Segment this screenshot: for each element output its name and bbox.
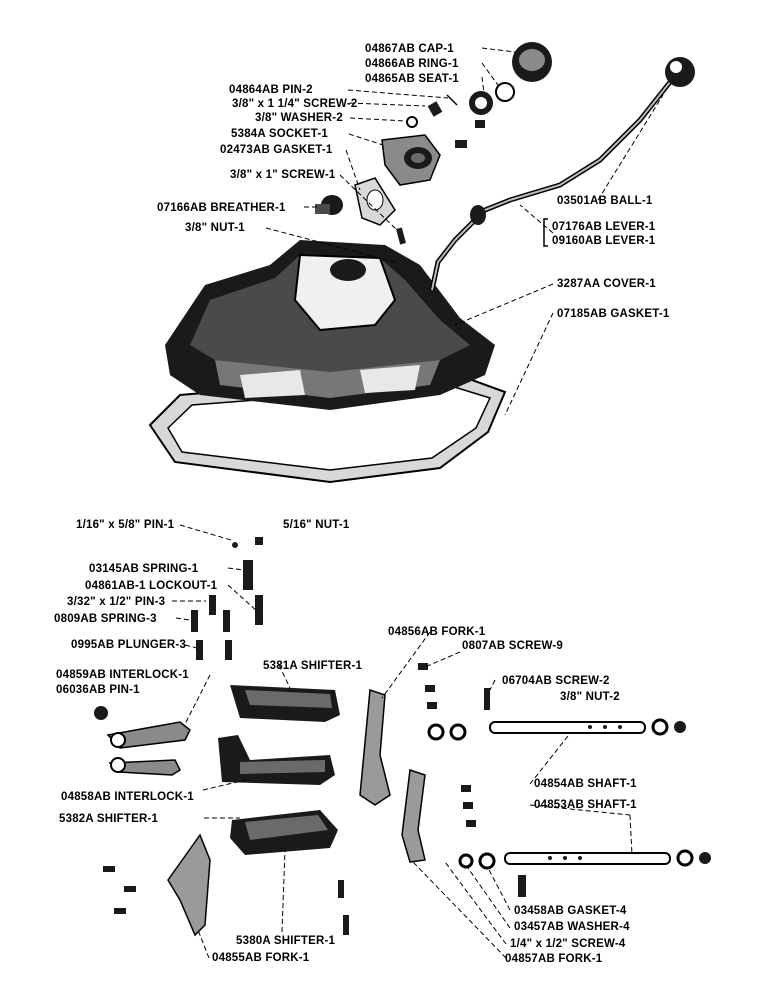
- screws-bottom-5380: [338, 880, 349, 935]
- ball-part: [665, 57, 695, 87]
- shaft-washers-lower: [458, 849, 711, 870]
- pin-06036-part: [94, 706, 108, 720]
- shifter-5380-part: [230, 810, 338, 855]
- label-pin-06036: 06036AB PIN-1: [56, 684, 140, 696]
- ring-part: [495, 82, 515, 102]
- screw-1-4-part: [518, 875, 526, 897]
- label-washer-4: 03457AB WASHER-4: [514, 921, 630, 933]
- label-breather: 07166AB BREATHER-1: [157, 202, 286, 214]
- label-shaft-04853: 04853AB SHAFT-1: [534, 799, 637, 811]
- label-nut-5-16: 5/16" NUT-1: [283, 519, 350, 531]
- label-fork-04857: 04857AB FORK-1: [505, 953, 603, 965]
- spring-1-part: [243, 560, 253, 590]
- label-shifter-5380: 5380A SHIFTER-1: [236, 935, 335, 947]
- label-nut-3-8: 3/8" NUT-1: [185, 222, 245, 234]
- label-ball: 03501AB BALL-1: [557, 195, 653, 207]
- cover-gasket-part: [148, 370, 507, 484]
- pin-part: [446, 94, 458, 106]
- washer-part-upper: [406, 116, 418, 128]
- seat-part: [469, 91, 493, 115]
- label-pin-3-32x1-2: 3/32" x 1/2" PIN-3: [67, 596, 165, 608]
- shifter-5382-part: [218, 735, 335, 785]
- label-shaft-04854: 04854AB SHAFT-1: [534, 778, 637, 790]
- small-screws-left: [103, 866, 136, 914]
- label-shifter-5381: 5381A SHIFTER-1: [263, 660, 362, 672]
- transmission-cover-part: [165, 240, 495, 410]
- socket-part: [381, 134, 441, 186]
- label-pin-2: 04864AB PIN-2: [229, 84, 313, 96]
- label-cover-gasket: 07185AB GASKET-1: [557, 308, 670, 320]
- lever-bracket: [543, 218, 548, 247]
- label-gasket-4: 03458AB GASKET-4: [514, 905, 627, 917]
- small-bolts: [455, 120, 485, 148]
- label-spring-1: 03145AB SPRING-1: [89, 563, 199, 575]
- screws-0807-part: [418, 663, 476, 827]
- interlock-a-part: [106, 721, 191, 749]
- shaft-washers-upper: [427, 718, 686, 741]
- plungers-springs-part: [191, 595, 232, 660]
- interlock-b-part: [108, 757, 181, 776]
- screw-part-upper: [427, 101, 443, 117]
- label-plunger: 0995AB PLUNGER-3: [71, 639, 186, 651]
- label-socket-gasket: 02473AB GASKET-1: [220, 144, 333, 156]
- label-interlock-b: 04858AB INTERLOCK-1: [61, 791, 194, 803]
- shift-lever-part: [429, 70, 680, 291]
- lockout-part: [255, 595, 263, 625]
- fork-04857-part: [401, 768, 426, 863]
- cap-part: [512, 42, 552, 82]
- label-interlock-a: 04859AB INTERLOCK-1: [56, 669, 189, 681]
- label-washer-3-8: 3/8" WASHER-2: [255, 112, 343, 124]
- screw-06704-part: [484, 688, 490, 710]
- label-fork-04856: 04856AB FORK-1: [388, 626, 486, 638]
- breather-part: [315, 195, 343, 215]
- nut-5-16-part: [255, 537, 263, 545]
- label-lever-b: 09160AB LEVER-1: [552, 235, 656, 247]
- fork-04856-part: [359, 688, 391, 806]
- label-fork-04855: 04855AB FORK-1: [212, 952, 310, 964]
- socket-gasket-part: [354, 177, 396, 226]
- label-seat: 04865AB SEAT-1: [365, 73, 459, 85]
- label-nut-3-8-2: 3/8" NUT-2: [560, 691, 620, 703]
- label-shifter-5382: 5382A SHIFTER-1: [59, 813, 158, 825]
- label-pin-1-16x5-8: 1/16" x 5/8" PIN-1: [76, 519, 175, 531]
- shifter-5381-part: [230, 685, 340, 722]
- nut-3-8-part: [397, 258, 407, 268]
- label-lever-a: 07176AB LEVER-1: [552, 221, 656, 233]
- shaft-04853-part: [504, 852, 671, 865]
- label-screw-3-8x1-1-4: 3/8" x 1 1/4" SCREW-2: [232, 98, 357, 110]
- label-cap: 04867AB CAP-1: [365, 43, 454, 55]
- label-lockout: 04861AB-1 LOCKOUT-1: [85, 580, 218, 592]
- shaft-04854-part: [489, 721, 646, 734]
- label-screw-3-8x1: 3/8" x 1" SCREW-1: [230, 169, 336, 181]
- label-cover: 3287AA COVER-1: [557, 278, 656, 290]
- fork-04855-part: [167, 833, 211, 937]
- label-ring: 04866AB RING-1: [365, 58, 459, 70]
- pin-1-16-part: [232, 542, 238, 548]
- label-socket: 5384A SOCKET-1: [231, 128, 328, 140]
- leader-lines: [172, 47, 664, 959]
- label-screw-1-4x1-2: 1/4" x 1/2" SCREW-4: [510, 938, 626, 950]
- screw-3-8x1-part: [396, 227, 406, 245]
- label-spring-3: 0809AB SPRING-3: [54, 613, 157, 625]
- label-screw-06704: 06704AB SCREW-2: [502, 675, 610, 687]
- label-screw-0807: 0807AB SCREW-9: [462, 640, 563, 652]
